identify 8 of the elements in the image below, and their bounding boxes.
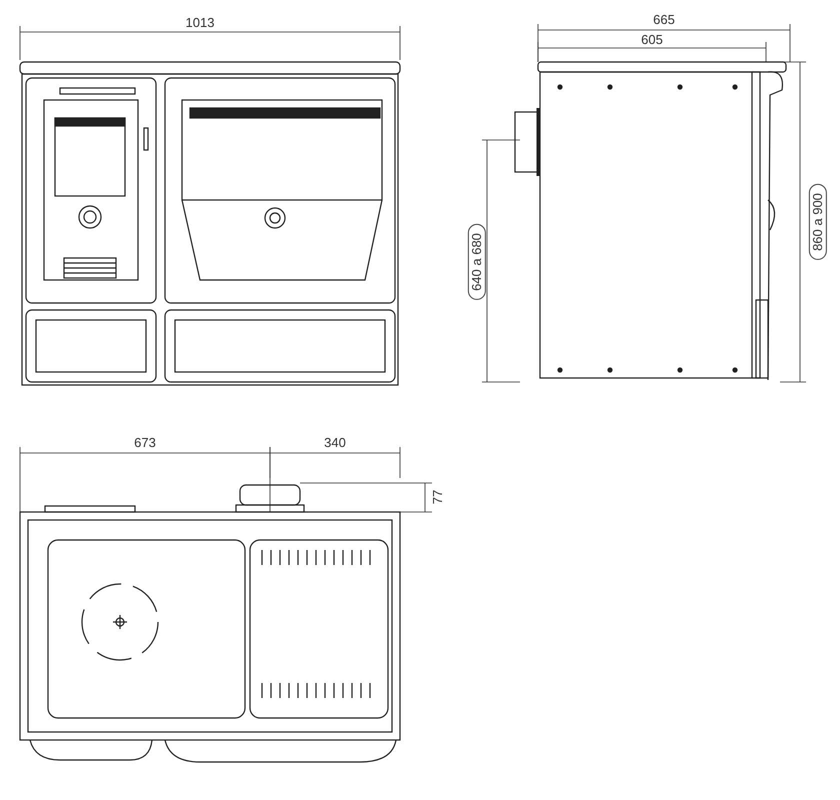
dimension-label: 860 a 900 <box>808 184 828 260</box>
dimension-label: 340 <box>324 434 346 452</box>
dimension-label: 673 <box>134 434 156 452</box>
dimension-label: 77 <box>430 490 446 504</box>
dimension-label: 1013 <box>186 14 214 32</box>
dimension-label: 640 a 680 <box>468 224 486 300</box>
dimension-label: 665 <box>653 12 675 28</box>
dimension-label: 605 <box>641 32 663 48</box>
